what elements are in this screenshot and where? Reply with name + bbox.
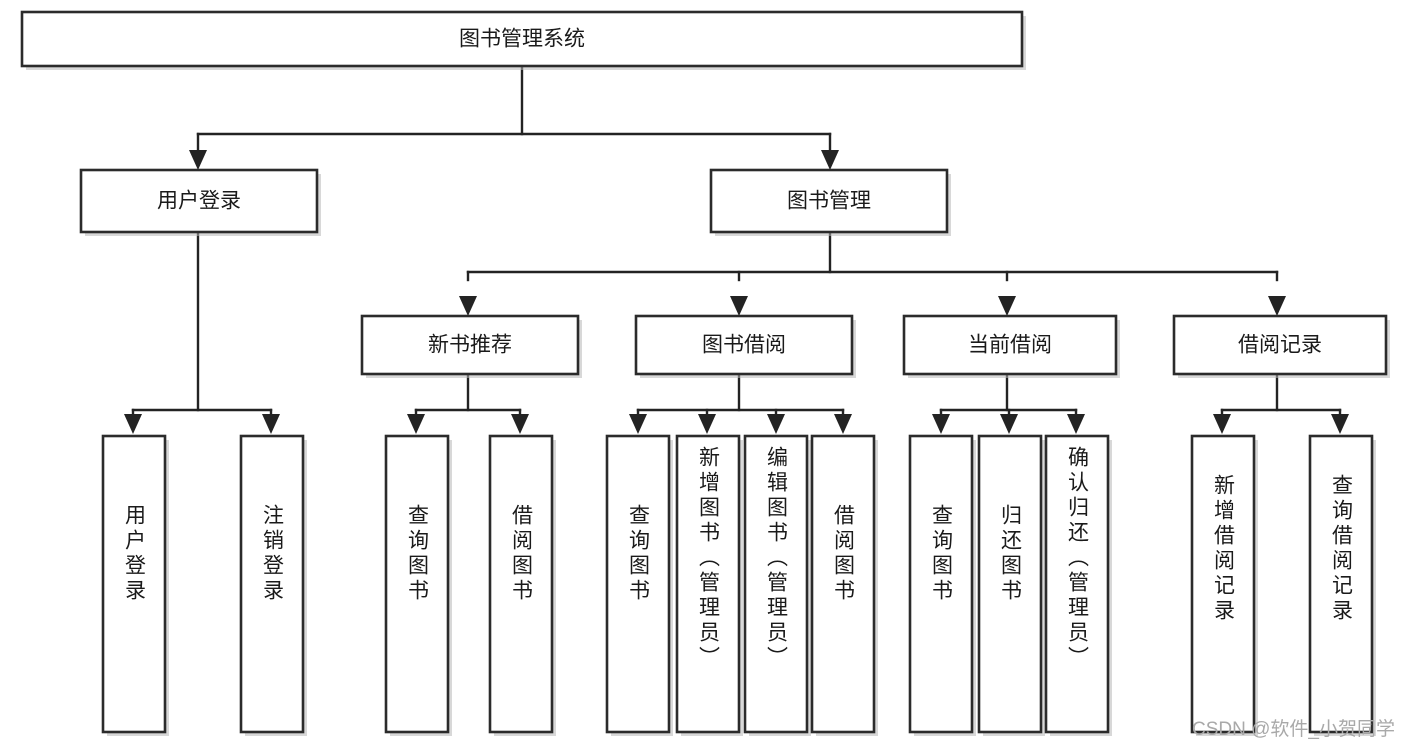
node-new-book-recommend-label: 新书推荐 bbox=[428, 334, 512, 357]
node-new-book-recommend[interactable]: 新书推荐 bbox=[360, 314, 582, 378]
node-borrow-record[interactable]: 借阅记录 bbox=[1172, 314, 1390, 378]
leaf-borrow-record-2-label: 查询借阅记录 bbox=[1330, 474, 1354, 624]
arrow-current-leaf-3 bbox=[1067, 414, 1085, 434]
leaf-user-login-2[interactable]: 注销登录 bbox=[239, 434, 307, 736]
leaf-current-borrow-3-label: 确认归还（管理员） bbox=[1066, 446, 1090, 671]
arrow-record-leaf-1 bbox=[1213, 414, 1231, 434]
arrow-user-leaf-1 bbox=[124, 414, 142, 434]
connector-layer bbox=[124, 66, 1349, 434]
arrow-current-leaf-2 bbox=[1000, 414, 1018, 434]
arrow-record-leaf-2 bbox=[1331, 414, 1349, 434]
arrow-newbook-leaf-1 bbox=[407, 414, 425, 434]
leaf-current-borrow-1[interactable]: 查询图书 bbox=[908, 434, 976, 736]
arrow-to-new-book bbox=[459, 296, 477, 316]
node-book-manage[interactable]: 图书管理 bbox=[709, 168, 951, 236]
leaf-book-borrow-3-label: 编辑图书（管理员） bbox=[765, 446, 789, 671]
arrow-newbook-leaf-2 bbox=[511, 414, 529, 434]
leaf-book-borrow-2[interactable]: 新增图书（管理员） bbox=[675, 434, 743, 736]
leaf-user-login-1-label: 用户登录 bbox=[123, 504, 147, 604]
leaf-current-borrow-1-label: 查询图书 bbox=[930, 504, 954, 604]
arrow-borrow-leaf-3 bbox=[767, 414, 785, 434]
leaf-borrow-record-1[interactable]: 新增借阅记录 bbox=[1190, 434, 1258, 736]
leaf-new-book-2-label: 借阅图书 bbox=[510, 504, 534, 604]
node-borrow-record-label: 借阅记录 bbox=[1238, 334, 1322, 357]
leaf-book-borrow-1[interactable]: 查询图书 bbox=[605, 434, 673, 736]
leaf-new-book-2[interactable]: 借阅图书 bbox=[488, 434, 556, 736]
leaf-new-book-1[interactable]: 查询图书 bbox=[384, 434, 452, 736]
leaf-new-book-1-label: 查询图书 bbox=[406, 504, 430, 604]
leaf-borrow-record-2[interactable]: 查询借阅记录 bbox=[1308, 434, 1376, 736]
leaf-current-borrow-2-label: 归还图书 bbox=[999, 504, 1023, 604]
node-user-login[interactable]: 用户登录 bbox=[79, 168, 321, 236]
leaf-book-borrow-2-label: 新增图书（管理员） bbox=[697, 446, 721, 671]
node-current-borrow[interactable]: 当前借阅 bbox=[902, 314, 1120, 378]
node-root[interactable]: 图书管理系统 bbox=[20, 10, 1026, 70]
leaf-book-borrow-4[interactable]: 借阅图书 bbox=[810, 434, 878, 736]
leaf-current-borrow-3[interactable]: 确认归还（管理员） bbox=[1044, 434, 1112, 736]
arrow-to-book-manage bbox=[821, 150, 839, 170]
node-book-borrow[interactable]: 图书借阅 bbox=[634, 314, 856, 378]
arrow-to-user-login bbox=[189, 150, 207, 170]
leaf-book-borrow-4-label: 借阅图书 bbox=[832, 504, 856, 604]
leaf-book-borrow-3[interactable]: 编辑图书（管理员） bbox=[743, 434, 811, 736]
arrow-to-borrow bbox=[730, 296, 748, 316]
node-current-borrow-label: 当前借阅 bbox=[968, 334, 1052, 357]
arrow-borrow-leaf-2 bbox=[698, 414, 716, 434]
node-book-borrow-label: 图书借阅 bbox=[702, 334, 786, 357]
leaf-book-borrow-1-label: 查询图书 bbox=[627, 504, 651, 604]
node-book-manage-label: 图书管理 bbox=[787, 190, 871, 213]
node-root-label: 图书管理系统 bbox=[459, 28, 585, 51]
arrow-current-leaf-1 bbox=[932, 414, 950, 434]
arrow-borrow-leaf-4 bbox=[834, 414, 852, 434]
arrow-user-leaf-2 bbox=[262, 414, 280, 434]
csdn-watermark: CSDN @软件_小贺同学 bbox=[1192, 718, 1395, 740]
leaf-user-login-1[interactable]: 用户登录 bbox=[101, 434, 169, 736]
node-user-login-label: 用户登录 bbox=[157, 190, 241, 213]
arrow-to-current bbox=[998, 296, 1016, 316]
arrow-borrow-leaf-1 bbox=[629, 414, 647, 434]
leaf-borrow-record-1-label: 新增借阅记录 bbox=[1212, 474, 1236, 624]
leaf-user-login-2-label: 注销登录 bbox=[261, 504, 285, 604]
arrow-to-record bbox=[1268, 296, 1286, 316]
leaf-current-borrow-2[interactable]: 归还图书 bbox=[977, 434, 1045, 736]
